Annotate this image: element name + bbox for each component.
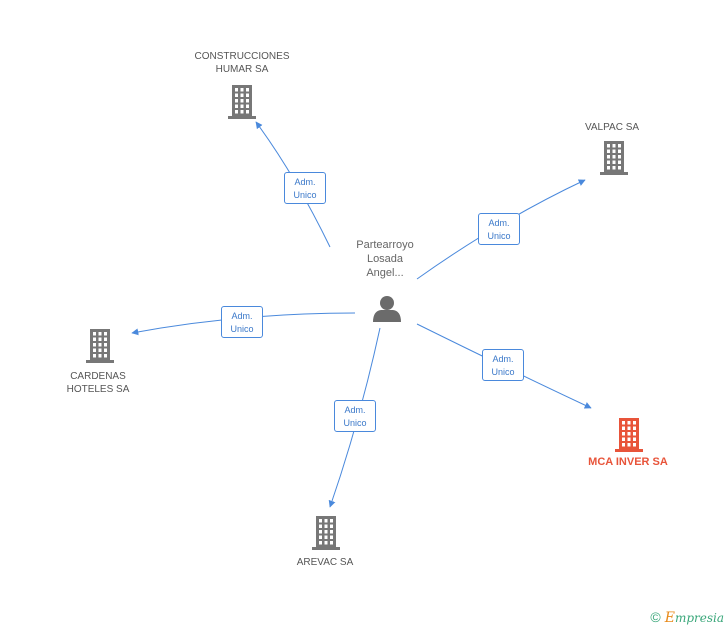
building-icon-construcciones[interactable] [228, 85, 256, 119]
footer-brand[interactable]: ©Empresia [650, 609, 724, 626]
person-name-line-1: Partearroyo [356, 239, 414, 251]
edge-label-line: Unico [293, 190, 317, 200]
brand-name: mpresia [674, 611, 724, 625]
building-icon-valpac[interactable] [600, 141, 628, 175]
edge-label-line: Adm. [488, 218, 510, 228]
edge-label-line: Unico [343, 418, 367, 428]
edge-label-line: Adm. [492, 354, 514, 364]
edge-label-line: Adm. [231, 311, 253, 321]
edge-label-construcciones: Adm. Unico [284, 172, 326, 204]
node-label-arevac[interactable]: AREVAC SA [297, 556, 354, 569]
node-label-line: VALPAC SA [584, 122, 640, 133]
edge-label-mca: Adm. Unico [482, 349, 524, 381]
edge-label-line: Adm. [294, 177, 316, 187]
node-label-line: CONSTRUCCIONES [194, 51, 290, 62]
node-label-line: CARDENAS [70, 371, 126, 382]
node-label-line: MCA INVER SA [588, 456, 668, 468]
node-label-line: HOTELES SA [66, 384, 130, 395]
building-icon-cardenas[interactable] [86, 329, 114, 363]
edge-label-cardenas: Adm. Unico [221, 306, 263, 338]
person-name-line-2: Losada [366, 253, 404, 265]
node-label-valpac[interactable]: VALPAC SA [585, 121, 639, 134]
edge-label-line: Unico [491, 367, 515, 377]
person-label[interactable]: Partearroyo Losada Angel... [356, 238, 413, 280]
building-icon-arevac[interactable] [312, 516, 340, 550]
node-label-cardenas[interactable]: CARDENAS HOTELES SA [67, 370, 130, 396]
edge-label-line: Unico [487, 231, 511, 241]
edge-label-line: Adm. [344, 405, 366, 415]
copyright-icon: © [650, 609, 661, 625]
node-label-construcciones[interactable]: CONSTRUCCIONES HUMAR SA [194, 50, 289, 76]
node-label-line: HUMAR SA [215, 64, 269, 75]
edge-label-line: Unico [230, 324, 254, 334]
edge-label-arevac: Adm. Unico [334, 400, 376, 432]
person-name-line-3: Angel... [366, 267, 404, 279]
node-label-mca[interactable]: MCA INVER SA [588, 456, 668, 469]
edge-label-valpac: Adm. Unico [478, 213, 520, 245]
brand-initial: E [664, 610, 675, 626]
person-icon[interactable] [373, 296, 401, 322]
building-icon-mca[interactable] [615, 418, 643, 452]
node-label-line: AREVAC SA [296, 557, 354, 568]
